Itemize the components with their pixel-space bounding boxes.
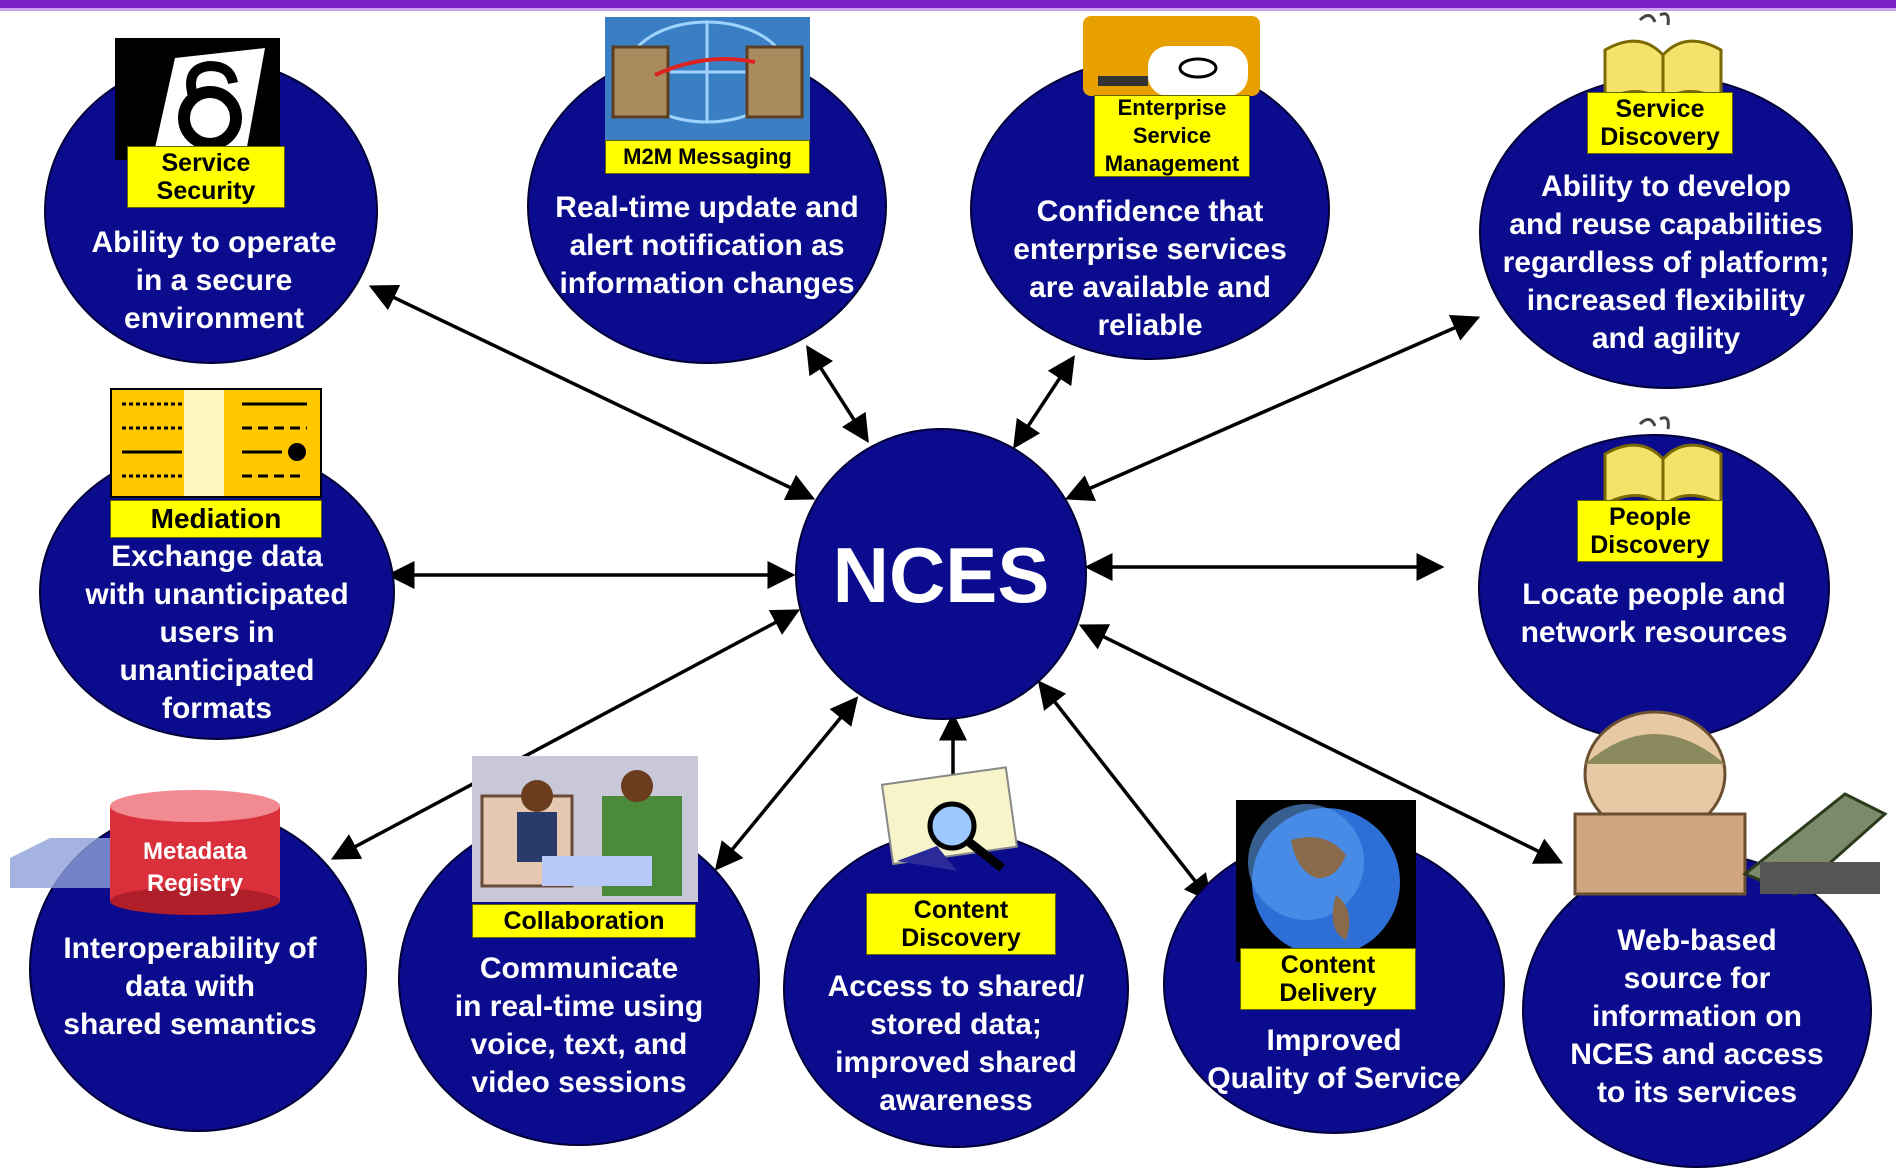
arrow-esm <box>1013 355 1075 449</box>
people-discovery-label: People Discovery <box>1577 500 1723 562</box>
arrow-service-discovery <box>1064 315 1481 501</box>
mediation-label: Mediation <box>110 500 322 538</box>
content-discovery-label: Content Discovery <box>866 893 1056 955</box>
nces-hub-node: NCES <box>795 428 1087 720</box>
service-discovery-text: Ability to develop and reuse capabilitie… <box>1502 170 1830 355</box>
service-security-label: Service Security <box>127 146 285 208</box>
web-portal-text: Web-based source for information on NCES… <box>1570 924 1824 1109</box>
globe-icon <box>1236 800 1416 962</box>
soldier-laptop-icon <box>1545 704 1890 904</box>
arrow-collaboration <box>714 696 859 871</box>
metadata-registry-text: Interoperability of data with shared sem… <box>63 932 317 1041</box>
arrow-service-security <box>368 284 816 501</box>
database-cylinder-icon <box>10 788 280 916</box>
metadata-registry-label: Metadata Registry <box>142 838 248 897</box>
mediation-text: Exchange data with unanticipated users i… <box>85 540 349 725</box>
esm-text: Confidence that enterprise services are … <box>1013 195 1287 342</box>
arrow-web-portal <box>1078 624 1564 864</box>
server-icon <box>1083 16 1260 96</box>
people-discovery-text: Locate people and network resources <box>1520 578 1788 649</box>
m2m-messaging-label: M2M Messaging <box>605 140 810 174</box>
open-book-icon <box>1600 414 1726 510</box>
content-discovery-node <box>783 830 1129 1148</box>
content-delivery-text: Improved Quality of Service <box>1207 1024 1461 1095</box>
magnifier-icon <box>877 766 1027 876</box>
padlock-icon <box>115 38 280 160</box>
service-discovery-label: Service Discovery <box>1587 92 1733 154</box>
mediation-chart-icon <box>110 388 322 498</box>
top-accent-bar <box>0 0 1896 8</box>
laptops-globe-icon <box>605 17 810 147</box>
collaboration-text: Communicate in real-time using voice, te… <box>454 952 704 1099</box>
arrow-m2m-messaging <box>806 345 869 443</box>
m2m-messaging-text: Real-time update and alert notification … <box>555 191 859 300</box>
nces-hub-label: NCES <box>832 531 1050 619</box>
esm-label: Enterprise Service Management <box>1094 95 1250 177</box>
collaboration-label: Collaboration <box>472 904 696 938</box>
service-security-text: Ability to operate in a secure environme… <box>91 226 337 335</box>
arrow-metadata-registry <box>330 609 801 860</box>
content-discovery-text: Access to shared/ stored data; improved … <box>827 970 1085 1117</box>
top-accent-bar-light <box>0 8 1896 11</box>
web-portal-node <box>1522 852 1872 1168</box>
video-meeting-icon <box>472 756 698 902</box>
content-delivery-label: Content Delivery <box>1240 948 1416 1010</box>
